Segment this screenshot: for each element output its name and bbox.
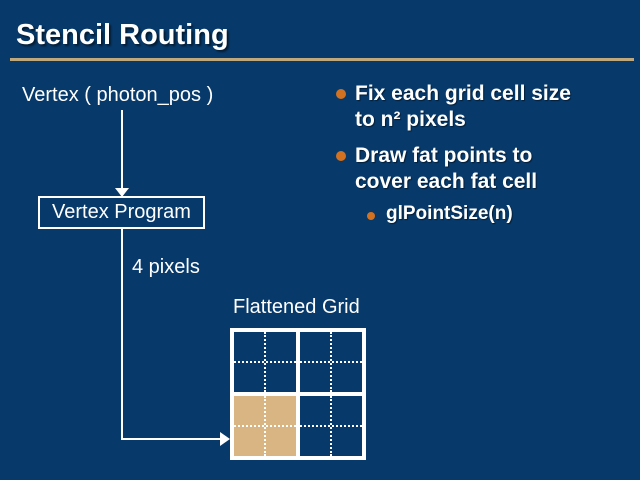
title-underline (10, 58, 634, 61)
bullet-item-2-line-2: cover each fat cell (355, 170, 538, 193)
slide-title: Stencil Routing (16, 19, 229, 51)
bullet-item-1: Fix each grid cell size to n² pixels (355, 81, 571, 133)
bullet-item-1-line-1: Fix each grid cell size (355, 82, 571, 105)
arrowhead-right-icon (220, 432, 230, 446)
sub-bullet-item: glPointSize(n) (386, 203, 513, 224)
vertex-input-label: Vertex ( photon_pos ) (22, 84, 214, 106)
flattened-grid-title: Flattened Grid (233, 296, 360, 318)
sub-bullet-icon (367, 212, 375, 220)
grid-cell-bottom-left-filled (234, 396, 296, 456)
vertex-program-box: Vertex Program (38, 196, 205, 229)
bullet-icon (336, 151, 346, 161)
edge-label-4-pixels: 4 pixels (132, 256, 200, 278)
arrow-line-vertical-top (121, 110, 123, 189)
flattened-grid (230, 328, 366, 460)
grid-cell-top-right (300, 332, 362, 392)
arrow-line-vertical-bottom (121, 229, 123, 440)
vertex-program-label: Vertex Program (52, 201, 191, 223)
bullet-item-2-line-1: Draw fat points to (355, 144, 533, 167)
arrow-line-horizontal (121, 438, 221, 440)
grid-cell-bottom-right (300, 396, 362, 456)
bullet-item-2: Draw fat points to cover each fat cell (355, 143, 537, 195)
grid-cell-top-left (234, 332, 296, 392)
bullet-item-1-line-2: to n² pixels (355, 108, 466, 131)
bullet-icon (336, 89, 346, 99)
arrowhead-down-icon (115, 188, 129, 197)
